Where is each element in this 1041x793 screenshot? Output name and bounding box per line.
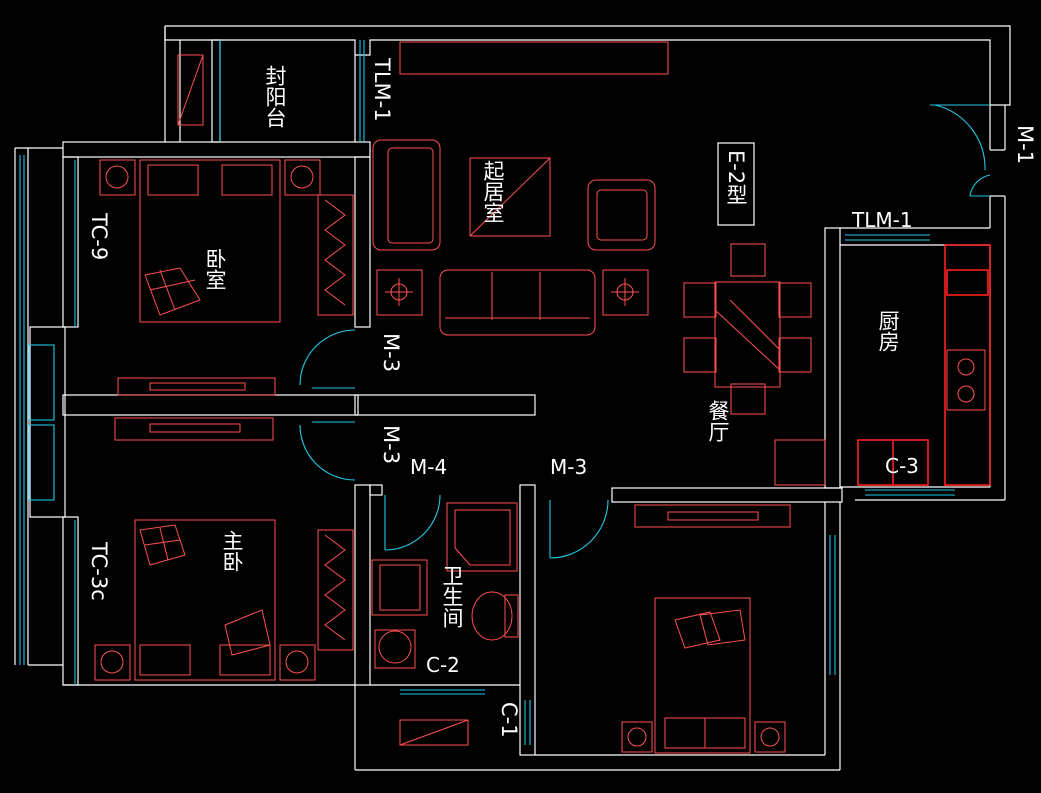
room-label-sealed-balcony: 封阳台 [263, 65, 287, 128]
plan-type-text: E-2型 [724, 150, 748, 205]
windows-and-doors [19, 40, 991, 745]
opening-label-tlm1-kitchen: TLM-1 [851, 208, 913, 232]
opening-label-c1: C-1 [497, 702, 521, 738]
opening-label-tlm1-top: TLM-1 [370, 57, 394, 122]
room-label-dining-room: 餐厅 [706, 400, 730, 442]
opening-label-tc3c: TC-3c [87, 541, 111, 601]
opening-label-m3-upper: M-3 [379, 333, 403, 372]
opening-label-c3: C-3 [885, 454, 919, 478]
opening-label-c2: C-2 [426, 653, 460, 677]
room-label-bathroom: 卫生间 [440, 565, 464, 628]
opening-label-m3-lower: M-3 [379, 425, 403, 464]
room-label-kitchen: 厨房 [876, 310, 900, 352]
room-label-bedroom: 卧室 [203, 248, 227, 290]
opening-label-tc9: TC-9 [87, 212, 111, 260]
opening-label-m1: M-1 [1013, 125, 1037, 164]
plan-type-label: E-2型 [724, 150, 748, 205]
opening-label-m4: M-4 [410, 455, 447, 479]
room-label-living-room: 起居室 [481, 160, 505, 223]
furniture [94, 41, 991, 754]
room-label-master-bedroom: 主卧 [220, 530, 244, 572]
opening-label-m3-corridor: M-3 [550, 455, 587, 479]
